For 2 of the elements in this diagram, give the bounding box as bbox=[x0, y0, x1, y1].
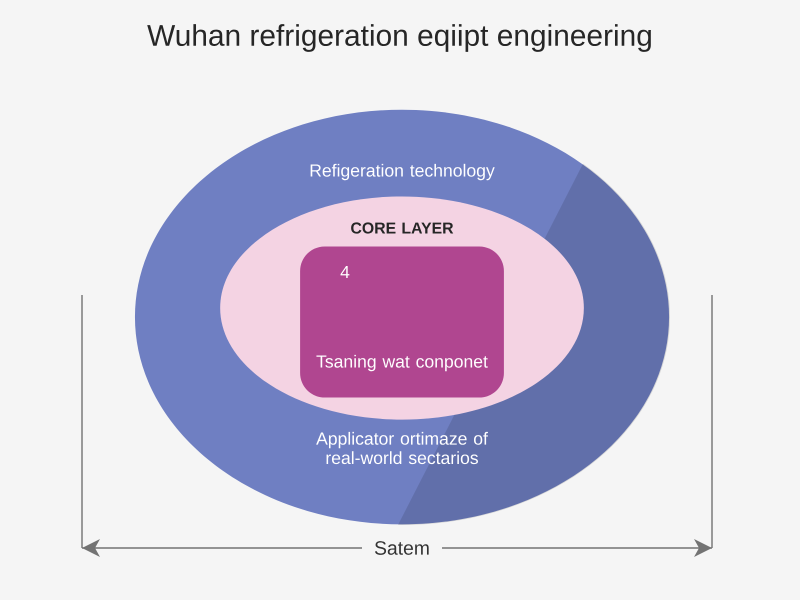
dimension-label: Satem bbox=[374, 541, 429, 555]
title: Wuhan refrigeration eqiipt engineering bbox=[147, 24, 651, 52]
